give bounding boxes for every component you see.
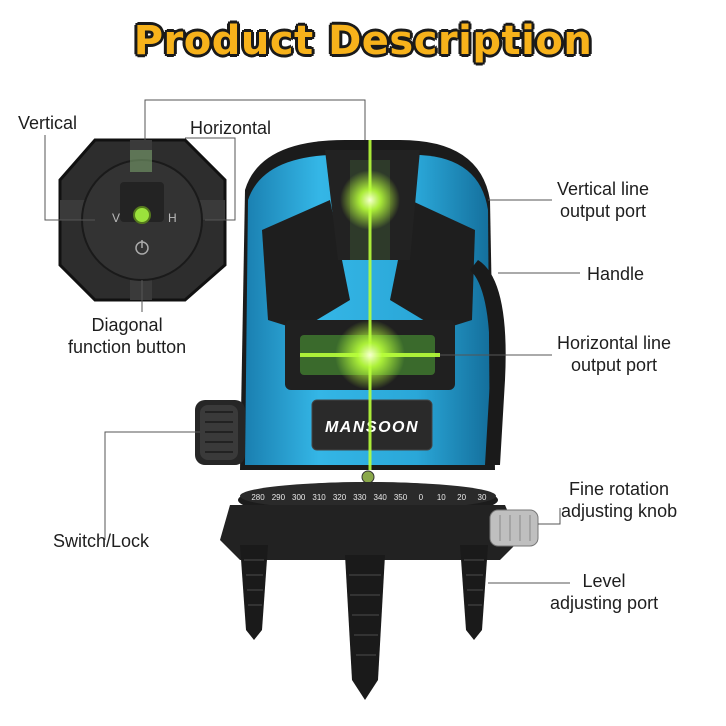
- label-horizontal-port-line1: Horizontal line: [557, 333, 672, 353]
- rotation-dial: 280 290 300 310 320 330 340 350 0 10 20 30: [251, 493, 487, 502]
- label-horizontal-output-port: Horizontal line output port: [557, 332, 671, 376]
- label-diagonal-function-button: Diagonal function button: [68, 314, 186, 358]
- label-level-port-line1: Level: [582, 571, 626, 591]
- dial-number: 340: [374, 493, 388, 502]
- panel-mark-h: H: [168, 211, 177, 225]
- dial-number: 300: [292, 493, 306, 502]
- panel-mark-v: V: [112, 211, 120, 225]
- bubble-level-icon: [133, 206, 151, 224]
- dial-number: 350: [394, 493, 408, 502]
- dial-number: 330: [353, 493, 367, 502]
- label-fine-rotation-line1: Fine rotation: [569, 479, 670, 499]
- dial-number: 280: [251, 493, 265, 502]
- label-diagonal-line1: Diagonal: [91, 315, 163, 335]
- label-level-adjusting-port: Level adjusting port: [550, 570, 658, 614]
- label-level-port-line2: adjusting port: [550, 593, 659, 613]
- dial-number: 290: [272, 493, 286, 502]
- label-vertical-port-line1: Vertical line: [557, 179, 650, 199]
- page-title: Product Description: [133, 18, 593, 64]
- label-fine-rotation-knob: Fine rotation adjusting knob: [561, 478, 677, 522]
- dial-number: 10: [437, 493, 446, 502]
- label-switch-lock: Switch/Lock: [53, 531, 150, 551]
- dial-number: 0: [419, 493, 424, 502]
- brand-logo: MANSOON: [325, 419, 419, 436]
- label-vertical: Vertical: [18, 113, 78, 133]
- top-panel-inset: V H: [58, 138, 227, 302]
- dial-number: 310: [312, 493, 326, 502]
- label-diagonal-line2: function button: [68, 337, 187, 357]
- label-fine-rotation-line2: adjusting knob: [561, 501, 678, 521]
- dial-number: 30: [478, 493, 487, 502]
- label-vertical-output-port: Vertical line output port: [557, 178, 649, 222]
- label-horizontal-port-line2: output port: [571, 355, 658, 375]
- label-vertical-port-line2: output port: [560, 201, 647, 221]
- laser-level-body: MANSOON 280 290 300 310 320 330 340 350 0 10 20 30: [195, 140, 539, 700]
- dial-number: 20: [457, 493, 466, 502]
- label-handle: Handle: [587, 264, 645, 284]
- dial-number: 320: [333, 493, 347, 502]
- label-horizontal: Horizontal: [190, 118, 272, 138]
